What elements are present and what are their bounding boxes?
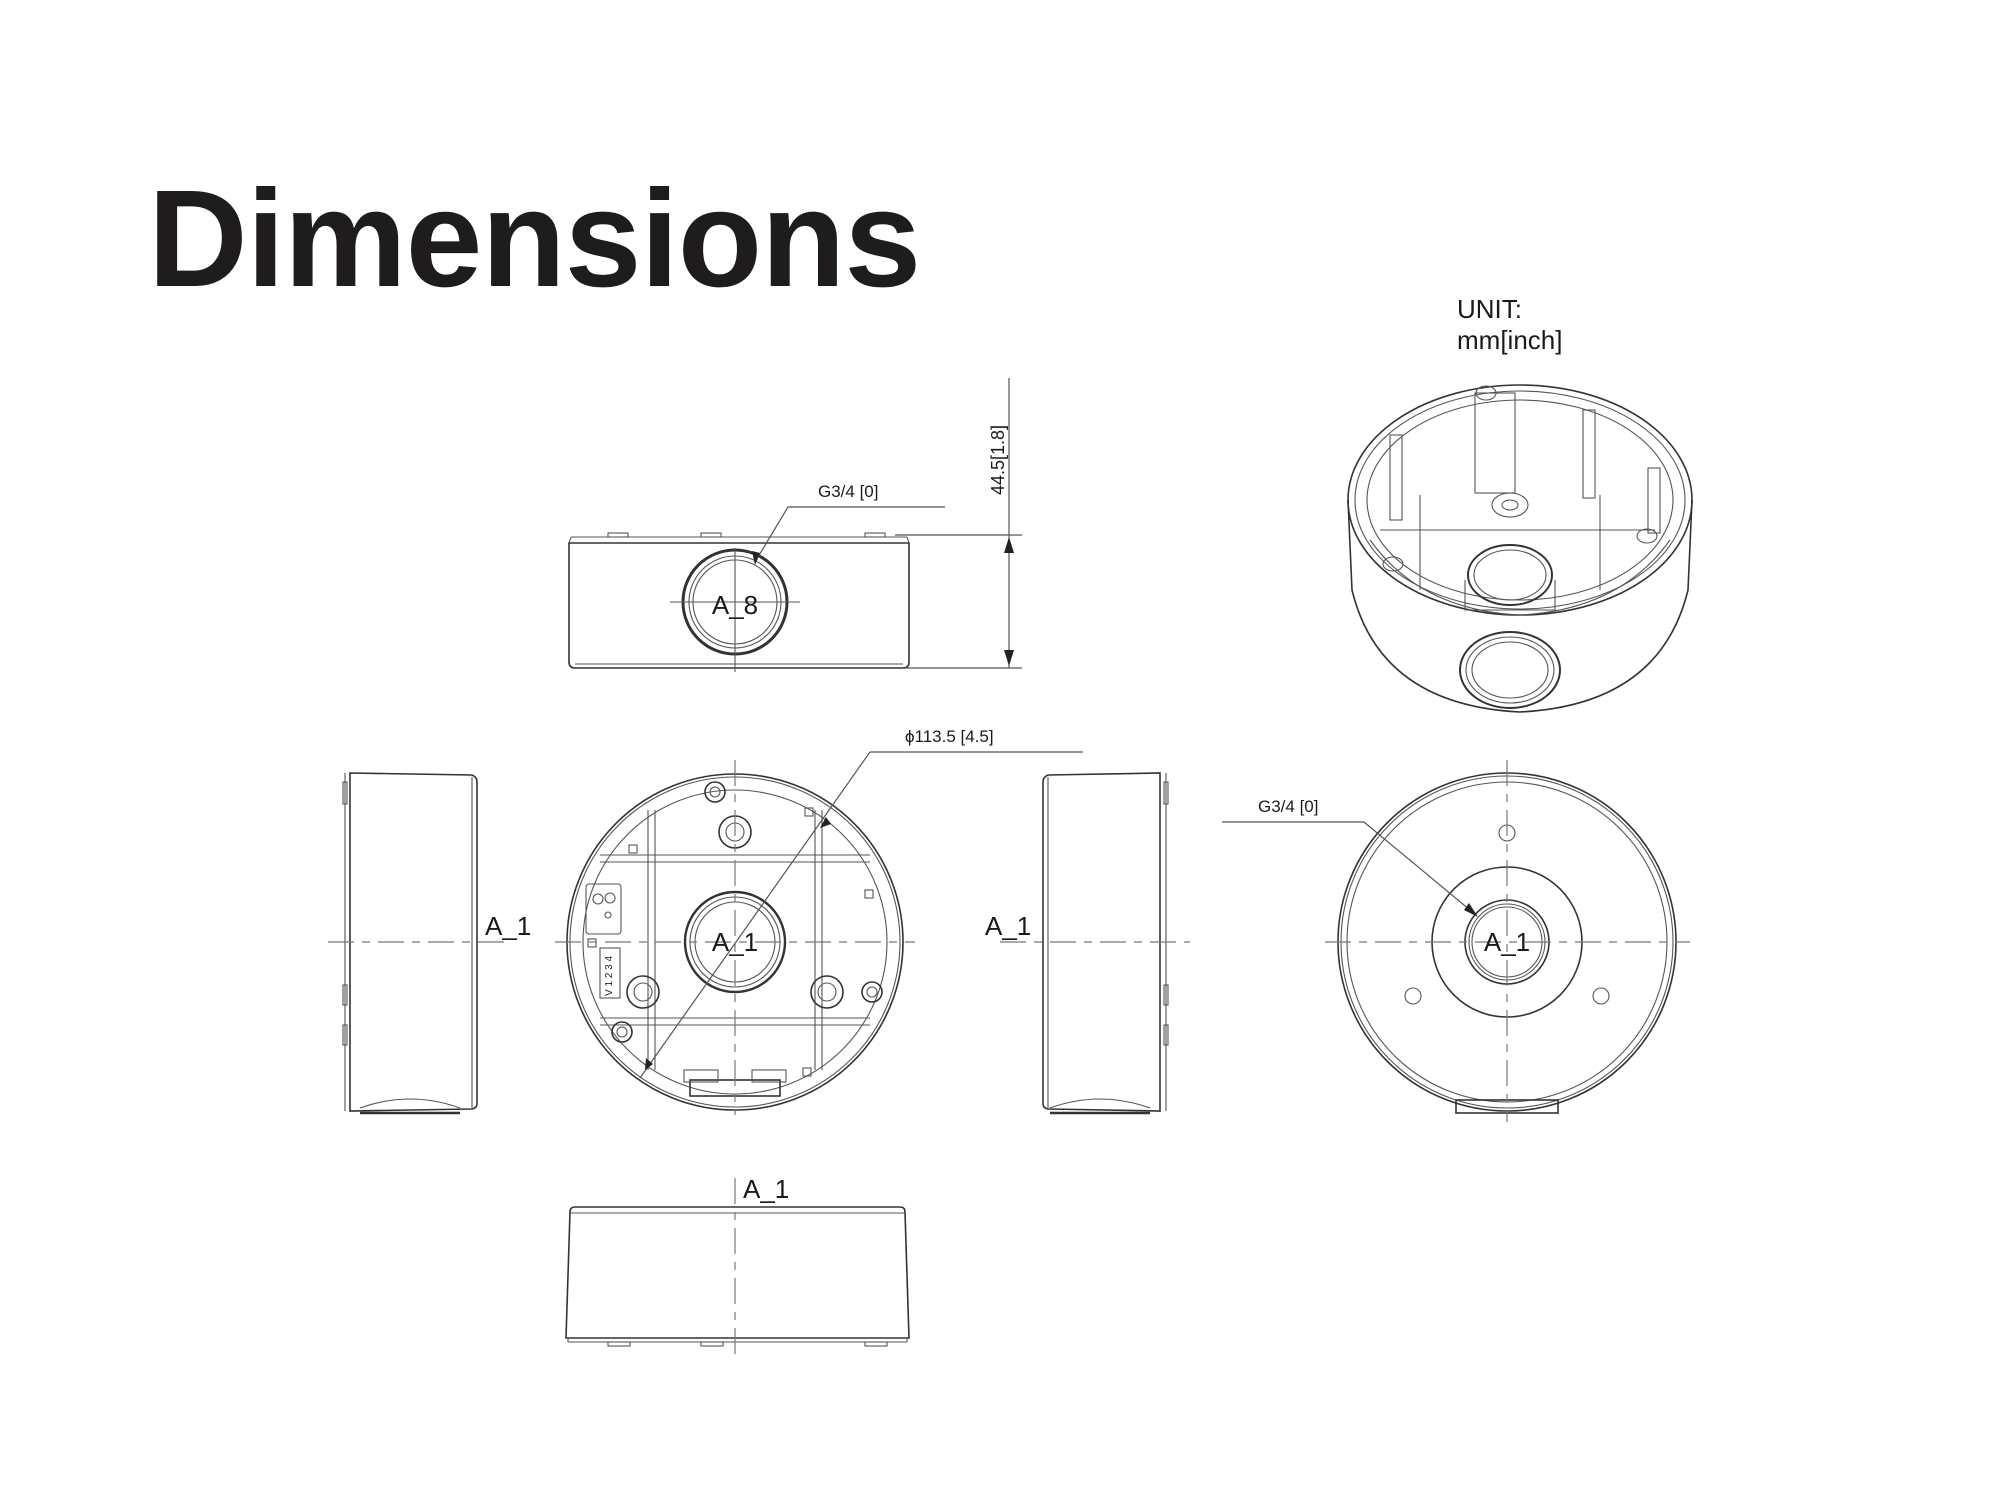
port-label-bottom: A_1 bbox=[712, 927, 758, 957]
thread-callout-back: G3/4 [0] bbox=[1258, 797, 1318, 816]
unit-label: UNIT: bbox=[1457, 294, 1522, 324]
left-side-view: A_1 bbox=[328, 772, 531, 1115]
isometric-view bbox=[1347, 384, 1693, 713]
unit-note: UNIT: mm[inch] bbox=[1457, 294, 1562, 356]
centerline-label-left: A_1 bbox=[485, 911, 531, 941]
front-side-view: A_1 bbox=[565, 1174, 910, 1362]
thread-callout-top: G3/4 [0] bbox=[818, 482, 878, 501]
page-title: Dimensions bbox=[148, 162, 921, 316]
diameter-dimension: ϕ113.5 [4.5] bbox=[905, 727, 994, 746]
terminal-labels: V 1 2 3 4 bbox=[604, 956, 615, 996]
port-label-back: A_1 bbox=[1484, 927, 1530, 957]
bottom-view: V 1 2 3 4 ϕ113.5 [4.5] A_1 bbox=[555, 727, 1083, 1115]
centerline-label-right: A_1 bbox=[985, 911, 1031, 941]
unit-value: mm[inch] bbox=[1457, 325, 1563, 355]
centerline-label-front: A_1 bbox=[743, 1174, 789, 1204]
back-view: G3/4 [0] A_1 bbox=[1222, 760, 1690, 1122]
top-side-view: A_8 G3/4 [0] 44.5[1.8] bbox=[568, 378, 1022, 672]
height-dimension: 44.5[1.8] bbox=[988, 425, 1008, 495]
right-side-view: A_1 bbox=[985, 772, 1190, 1115]
port-label-a8: A_8 bbox=[712, 590, 758, 620]
